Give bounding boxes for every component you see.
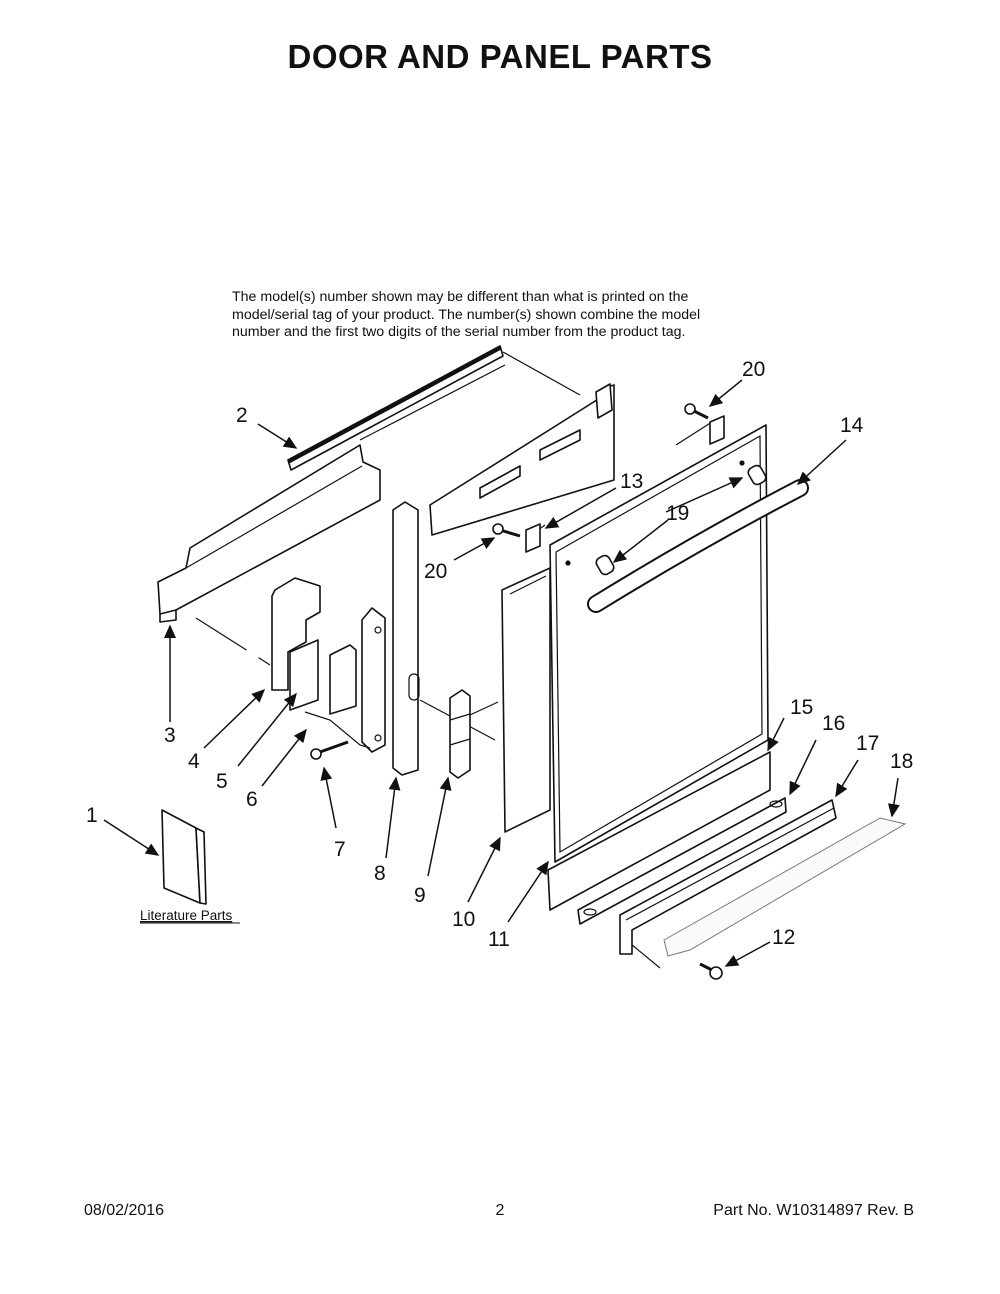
note-line: number and the first two digits of the s… bbox=[232, 324, 686, 340]
part-13-clip bbox=[525, 415, 725, 553]
callout-16: 16 bbox=[822, 712, 845, 735]
callout-15: 15 bbox=[790, 696, 813, 719]
part-20-screws bbox=[492, 403, 709, 538]
note-line: model/serial tag of your product. The nu… bbox=[232, 306, 701, 323]
footer-part-number: Part No. W10314897 Rev. B bbox=[713, 1202, 914, 1219]
model-number-note: The model(s) number shown may be differe… bbox=[232, 289, 772, 342]
part-17-lower-trim bbox=[619, 799, 837, 955]
part-6-bracket bbox=[304, 607, 386, 753]
part-4-insulation bbox=[271, 577, 321, 711]
callout-11: 11 bbox=[488, 928, 510, 951]
callout-1: 1 bbox=[86, 804, 98, 827]
footer-date: 08/02/2016 bbox=[84, 1202, 165, 1219]
callout-12: 12 bbox=[772, 926, 795, 949]
callout-20-lower: 20 bbox=[424, 560, 447, 583]
callout-5: 5 bbox=[216, 770, 228, 793]
part-16-trim bbox=[577, 797, 787, 925]
callout-17: 17 bbox=[856, 732, 879, 755]
part-9-hinge bbox=[449, 689, 471, 779]
callout-leaders bbox=[103, 379, 900, 967]
part-18-gasket bbox=[663, 817, 907, 957]
part-7-screw bbox=[310, 740, 349, 760]
callout-8: 8 bbox=[374, 862, 386, 885]
part-5-pad bbox=[329, 644, 357, 715]
callout-19: 19 bbox=[666, 502, 689, 525]
callout-14: 14 bbox=[840, 414, 864, 437]
part-19-standoffs bbox=[595, 464, 767, 576]
callout-20-upper: 20 bbox=[742, 358, 765, 381]
note-line: The model(s) number shown may be differe… bbox=[232, 289, 689, 305]
part-8-back-frame bbox=[429, 383, 615, 536]
footer-page-number: 2 bbox=[495, 1202, 505, 1219]
callout-10: 10 bbox=[452, 908, 475, 931]
callout-numbers: 1 2 3 4 5 6 7 8 9 10 11 12 13 14 15 16 1… bbox=[86, 358, 913, 951]
part-12-screw bbox=[699, 962, 723, 980]
part-1-literature bbox=[161, 809, 207, 905]
part-2-strip bbox=[287, 345, 504, 471]
callout-2: 2 bbox=[236, 404, 248, 427]
literature-parts-label: Literature Parts bbox=[140, 908, 233, 923]
part-10-inner-panel bbox=[501, 567, 551, 833]
callout-4: 4 bbox=[188, 750, 200, 773]
callout-9: 9 bbox=[414, 884, 426, 907]
part-8-side-panel bbox=[392, 501, 420, 776]
callout-13: 13 bbox=[620, 470, 643, 493]
part-15-toe-panel bbox=[547, 751, 771, 911]
callout-7: 7 bbox=[334, 838, 346, 861]
part-3-panel bbox=[157, 444, 381, 623]
callout-6: 6 bbox=[246, 788, 258, 811]
part-14-handle bbox=[587, 479, 809, 613]
page-title: DOOR AND PANEL PARTS bbox=[287, 38, 713, 75]
callout-3: 3 bbox=[164, 724, 176, 747]
callout-18: 18 bbox=[890, 750, 913, 773]
